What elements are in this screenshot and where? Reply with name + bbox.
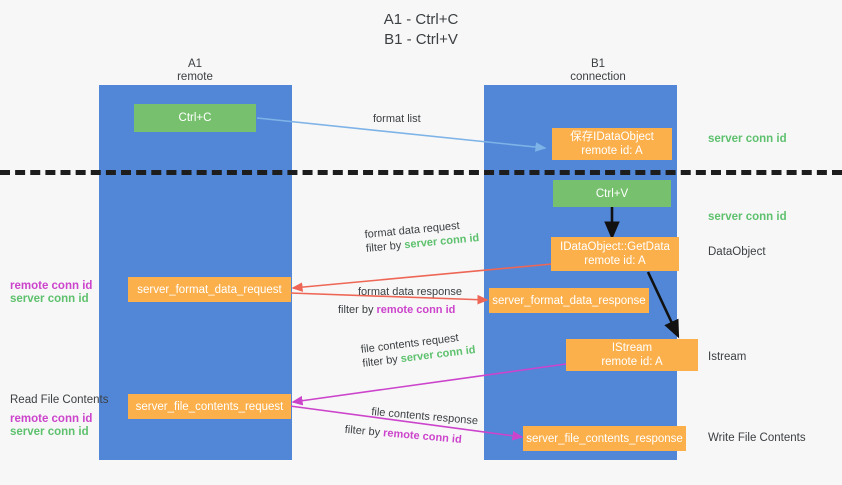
box-server-format-data-request: server_format_data_request [128, 277, 291, 302]
page-title: A1 - Ctrl+C B1 - Ctrl+V [383, 11, 459, 48]
box-ctrl-c: Ctrl+C [134, 104, 256, 132]
left-label-remote-conn-id-2: remote conn id [10, 413, 93, 425]
box-idataobject: 保存IDataObject remote id: A [552, 128, 672, 160]
column-header-a1-name: A1 [187, 58, 203, 70]
edge-label-format-data-response: format data response filter by remote co… [338, 285, 462, 317]
column-header-a1: A1 remote [125, 58, 265, 84]
filter-by-value-remote-conn-id: remote conn id [376, 304, 456, 316]
right-label-server-conn-id-1: server conn id [708, 133, 787, 145]
box-server-file-contents-response: server_file_contents_response [523, 426, 686, 451]
box-ctrl-v: Ctrl+V [553, 180, 671, 207]
edge-label-file-contents-response: file contents response filter by remote … [344, 405, 479, 448]
divider-dashed-line [0, 170, 842, 175]
left-label-server-conn-id-1: server conn id [10, 293, 89, 305]
edge-label-format-data-response-filter: filter by remote conn id [338, 303, 462, 317]
left-label-read-file-contents: Read File Contents [10, 394, 109, 406]
column-header-b1-sub: connection [570, 71, 626, 83]
edge-label-file-contents-response-text: file contents response [370, 405, 479, 428]
box-server-format-data-response: server_format_data_response [489, 288, 649, 313]
right-label-dataobject: DataObject [708, 246, 766, 258]
column-header-b1: B1 connection [528, 58, 668, 84]
column-header-a1-sub: remote [177, 71, 213, 83]
left-label-remote-conn-id-1: remote conn id [10, 280, 93, 292]
right-label-istream: Istream [708, 351, 747, 363]
edge-label-format-data-response-text: format data response [358, 286, 462, 298]
box-server-file-contents-request: server_file_contents_request [128, 394, 291, 419]
edge-label-format-list: format list [373, 113, 421, 125]
filter-by-prefix: filter by [365, 239, 405, 255]
filter-by-prefix: filter by [344, 423, 384, 440]
edge-label-file-contents-request: file contents request filter by server c… [360, 329, 476, 371]
box-istream: IStream remote id: A [566, 339, 698, 371]
edge-label-format-data-request: format data request filter by server con… [364, 217, 480, 256]
box-idataobject-getdata: IDataObject::GetData remote id: A [551, 237, 679, 271]
filter-by-prefix: filter by [338, 304, 377, 316]
column-header-b1-name: B1 [590, 58, 606, 70]
right-label-server-conn-id-2: server conn id [708, 211, 787, 223]
filter-by-value-remote-conn-id: remote conn id [382, 427, 463, 446]
filter-by-prefix: filter by [361, 353, 402, 370]
right-label-write-file-contents: Write File Contents [708, 432, 806, 444]
left-label-server-conn-id-2: server conn id [10, 426, 89, 438]
